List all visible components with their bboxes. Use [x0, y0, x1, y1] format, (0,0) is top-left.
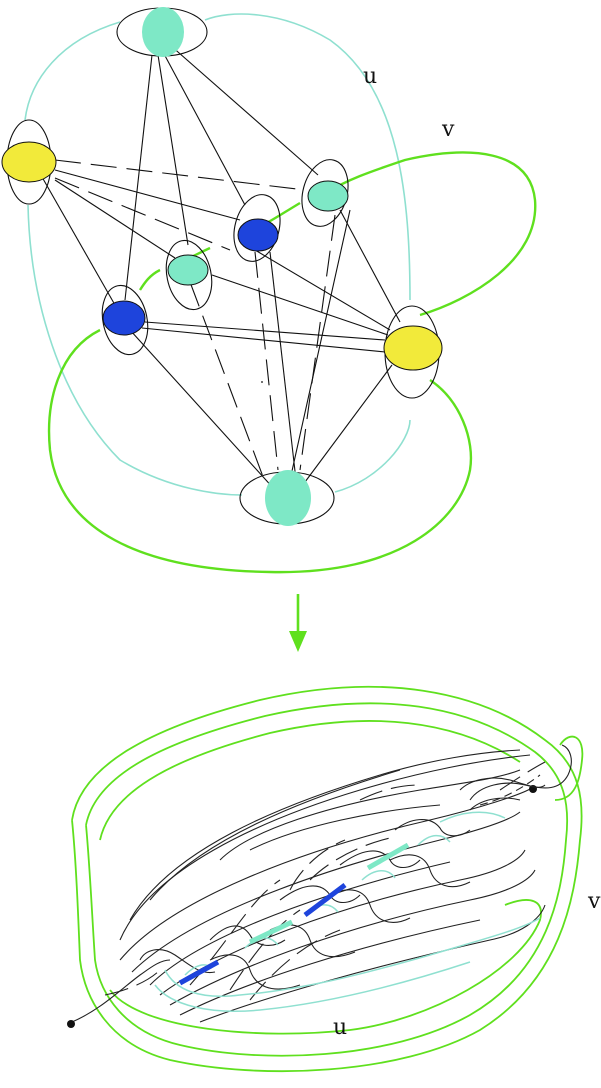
top-graph: u v [1, 7, 537, 574]
bar-blue-2 [303, 883, 347, 917]
crossing-bars [178, 842, 410, 986]
curve-u [24, 13, 411, 496]
label-top-u: u [363, 64, 377, 89]
center-dot [261, 381, 263, 383]
vertex-top [116, 7, 208, 57]
vertex-mid-aqua [165, 239, 213, 311]
strand-v-outer [71, 685, 584, 1073]
vertex-left [1, 119, 57, 205]
bar-aqua-2 [366, 842, 410, 871]
vertex-right [383, 305, 443, 399]
hook-right-dashed [479, 774, 541, 806]
bar-aqua-1 [248, 919, 294, 945]
label-bottom-v: v [587, 889, 601, 914]
vertex-low-blue [101, 284, 149, 356]
bar-blue-1 [178, 959, 220, 986]
label-bottom-u: u [333, 1015, 347, 1040]
bottom-link-diagram: u v [67, 685, 601, 1073]
endpoint-left [67, 1020, 75, 1028]
vertex-mid-blue [233, 194, 281, 262]
label-top-v: v [441, 117, 455, 142]
transform-arrow [289, 594, 307, 652]
vertex-upper-right [301, 159, 349, 227]
solid-edges [37, 44, 401, 491]
hook-right [469, 744, 572, 801]
strands-main [71, 749, 546, 1023]
strands-dashed [104, 761, 546, 1001]
vertex-bottom [239, 470, 335, 526]
dashed-edges [54, 159, 336, 483]
